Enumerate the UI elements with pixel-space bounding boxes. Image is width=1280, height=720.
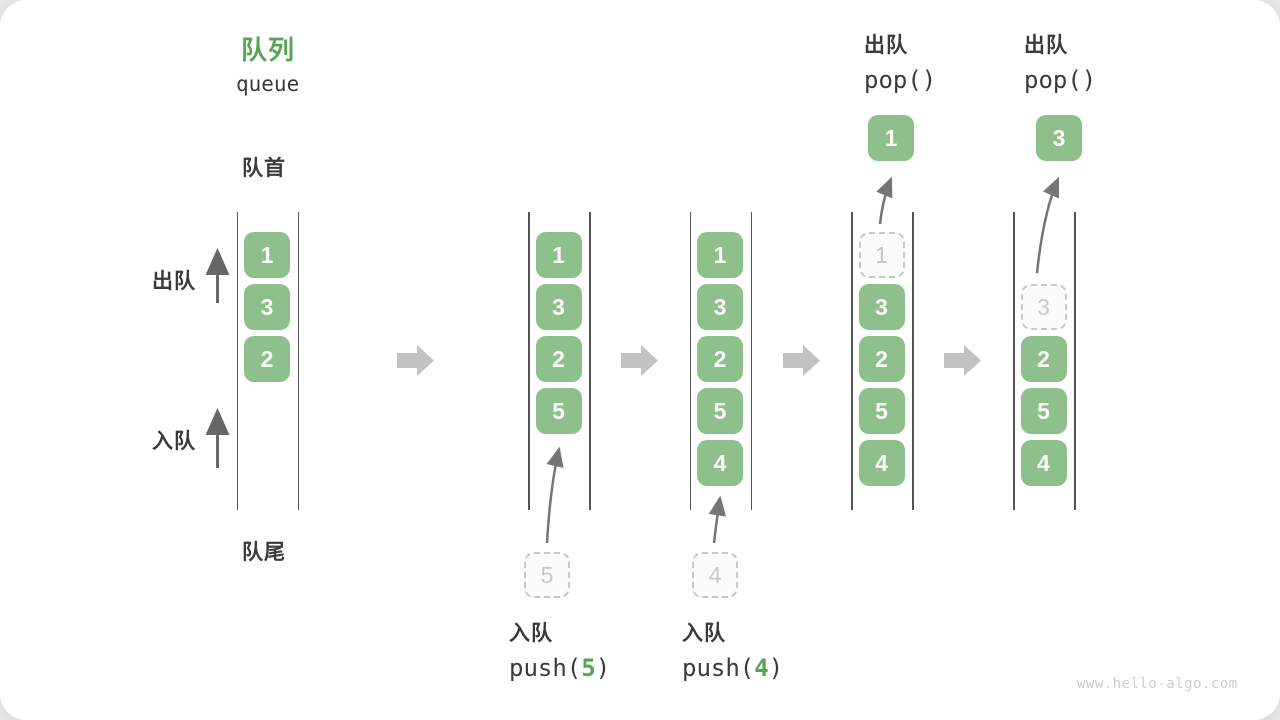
queue-item: 2 bbox=[244, 336, 290, 382]
push-1-arg: 5 bbox=[581, 654, 596, 682]
push-1-code: push(5) bbox=[509, 654, 611, 682]
pop-1-arrow bbox=[876, 176, 893, 225]
pop-3-arrow bbox=[1035, 176, 1060, 274]
queue-item-ghost: 1 bbox=[858, 232, 905, 278]
queue-item-ghost: 3 bbox=[1020, 284, 1067, 330]
state-arrow-1 bbox=[397, 345, 434, 376]
queue-wall-right bbox=[297, 212, 299, 510]
push-2-arg: 4 bbox=[754, 654, 769, 682]
queue-wall-right bbox=[589, 212, 591, 510]
popped-item: 1 bbox=[868, 115, 914, 161]
queue-item: 4 bbox=[697, 440, 743, 486]
title-zh: 队列 bbox=[241, 35, 296, 65]
queue-item: 3 bbox=[858, 284, 905, 330]
queue-item: 5 bbox=[535, 388, 582, 434]
pop-operation-2: 出队 pop() bbox=[1024, 28, 1096, 98]
queue-item: 2 bbox=[1020, 336, 1067, 382]
queue-wall-right bbox=[1074, 212, 1076, 510]
queue-wall-left bbox=[236, 212, 238, 510]
push-2-label: 入队 bbox=[682, 622, 726, 645]
queue-wall-left bbox=[851, 212, 853, 510]
push-operation-1: 入队 push(5) bbox=[509, 616, 610, 686]
queue-item: 3 bbox=[535, 284, 582, 330]
queue-item: 4 bbox=[858, 440, 905, 486]
queue-item: 4 bbox=[1020, 440, 1067, 486]
queue-wall-left bbox=[528, 212, 530, 510]
queue-item: 1 bbox=[697, 232, 743, 278]
pending-item-5: 5 bbox=[524, 552, 570, 598]
queue-wall-right bbox=[750, 212, 752, 510]
queue-wall-left bbox=[689, 212, 691, 510]
pop-1-label: 出队 bbox=[864, 34, 908, 57]
state-arrow-4 bbox=[944, 345, 981, 376]
queue-item: 5 bbox=[697, 388, 743, 434]
queue-item: 3 bbox=[697, 284, 743, 330]
label-queue-front: 队首 bbox=[242, 157, 286, 180]
push-1-label: 入队 bbox=[509, 622, 553, 645]
label-queue-rear: 队尾 bbox=[242, 541, 286, 564]
push-2-code: push(4) bbox=[682, 654, 784, 682]
page-title: 队列 bbox=[241, 30, 295, 67]
queue-item: 2 bbox=[535, 336, 582, 382]
push-5-arrow bbox=[545, 446, 564, 544]
queue-item: 5 bbox=[1020, 388, 1067, 434]
pending-item-4: 4 bbox=[692, 552, 738, 598]
queue-item: 2 bbox=[697, 336, 743, 382]
queue-item: 2 bbox=[858, 336, 905, 382]
state-arrow-3 bbox=[783, 345, 820, 376]
pop-2-label: 出队 bbox=[1024, 34, 1068, 57]
queue-wall-left bbox=[1013, 212, 1015, 510]
push-4-arrow bbox=[708, 495, 726, 544]
label-dequeue: 出队 bbox=[152, 270, 196, 293]
queue-item: 1 bbox=[244, 232, 290, 278]
queue-item: 3 bbox=[244, 284, 290, 330]
push-operation-2: 入队 push(4) bbox=[682, 616, 783, 686]
pop-1-code: pop() bbox=[864, 66, 937, 94]
pop-operation-1: 出队 pop() bbox=[864, 28, 936, 98]
label-enqueue: 入队 bbox=[152, 430, 196, 453]
pop-2-code: pop() bbox=[1024, 66, 1097, 94]
queue-item: 1 bbox=[535, 232, 582, 278]
title-en: queue bbox=[236, 72, 300, 96]
queue-item: 5 bbox=[858, 388, 905, 434]
watermark: www.hello-algo.com bbox=[1077, 676, 1238, 692]
state-arrow-2 bbox=[621, 345, 658, 376]
popped-item: 3 bbox=[1036, 115, 1082, 161]
queue-wall-right bbox=[912, 212, 914, 510]
